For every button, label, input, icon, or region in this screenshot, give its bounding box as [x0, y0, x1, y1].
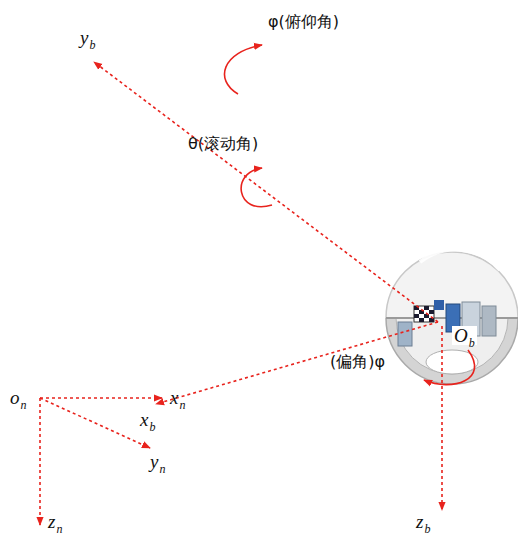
angle-label: φ(俯仰角): [268, 14, 339, 30]
axis-letter: y: [80, 27, 88, 48]
axis-letter: o: [10, 387, 20, 408]
axis-label: Ob: [452, 326, 477, 345]
angle-name: φ(俯仰角): [268, 12, 339, 31]
axis-letter: y: [150, 451, 158, 472]
angle-name: (偏角)φ: [330, 352, 385, 371]
axis-subscript: n: [56, 522, 62, 536]
axis-letter: x: [140, 409, 148, 430]
axis-letter: z: [48, 511, 55, 532]
axis-subscript: b: [469, 336, 475, 350]
angle-name: θ(滚动角): [188, 134, 258, 153]
robot-ball: [386, 250, 518, 384]
axis-label: xn: [170, 388, 185, 407]
axis-subscript: b: [149, 420, 155, 434]
body-axes: [94, 62, 442, 510]
axis-subscript: n: [179, 398, 185, 412]
axis-label: yn: [150, 452, 165, 471]
axis-label: on: [10, 388, 27, 407]
rotation-arrows: [225, 45, 475, 385]
angle-label: θ(滚动角): [188, 136, 258, 152]
axis-subscript: b: [424, 522, 430, 536]
axis-letter: O: [454, 325, 468, 346]
axis-letter: x: [170, 387, 178, 408]
axis-subscript: n: [159, 462, 165, 476]
axis-label: zn: [48, 512, 62, 531]
nav-axes: [40, 398, 162, 525]
axis-subscript: n: [21, 398, 27, 412]
angle-label: (偏角)φ: [330, 354, 385, 370]
axis-subscript: b: [89, 38, 95, 52]
axis-label: xb: [140, 410, 155, 429]
axis-label: zb: [416, 512, 430, 531]
axis-letter: z: [416, 511, 423, 532]
axis-label: yb: [80, 28, 95, 47]
